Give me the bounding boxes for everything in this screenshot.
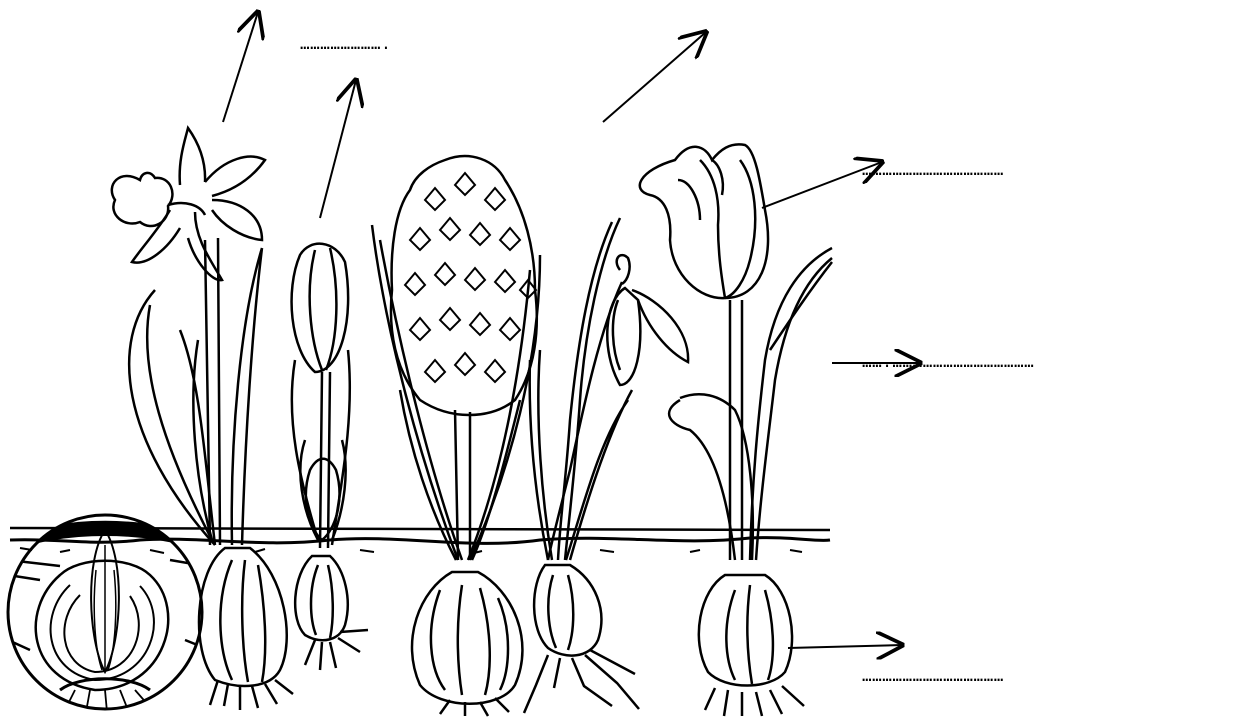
crocus-plant (292, 244, 368, 670)
arrow-daffodil-flower (223, 12, 258, 122)
arrow-top-right (603, 32, 706, 122)
tulip-plant (640, 144, 832, 716)
snowdrop-plant (524, 218, 688, 713)
arrow-tulip-bulb (788, 645, 902, 648)
blank-label-flower: …………………………………… (862, 162, 1004, 178)
blank-label-stem: …….…………………………………… (862, 354, 1034, 370)
blank-label-top: ……………………. (300, 36, 391, 52)
arrow-crocus-flower (320, 80, 356, 218)
hyacinth-plant (372, 156, 540, 716)
bulb-cross-section-inset (8, 515, 205, 712)
blank-label-bulb: …………………………………… (862, 668, 1004, 684)
